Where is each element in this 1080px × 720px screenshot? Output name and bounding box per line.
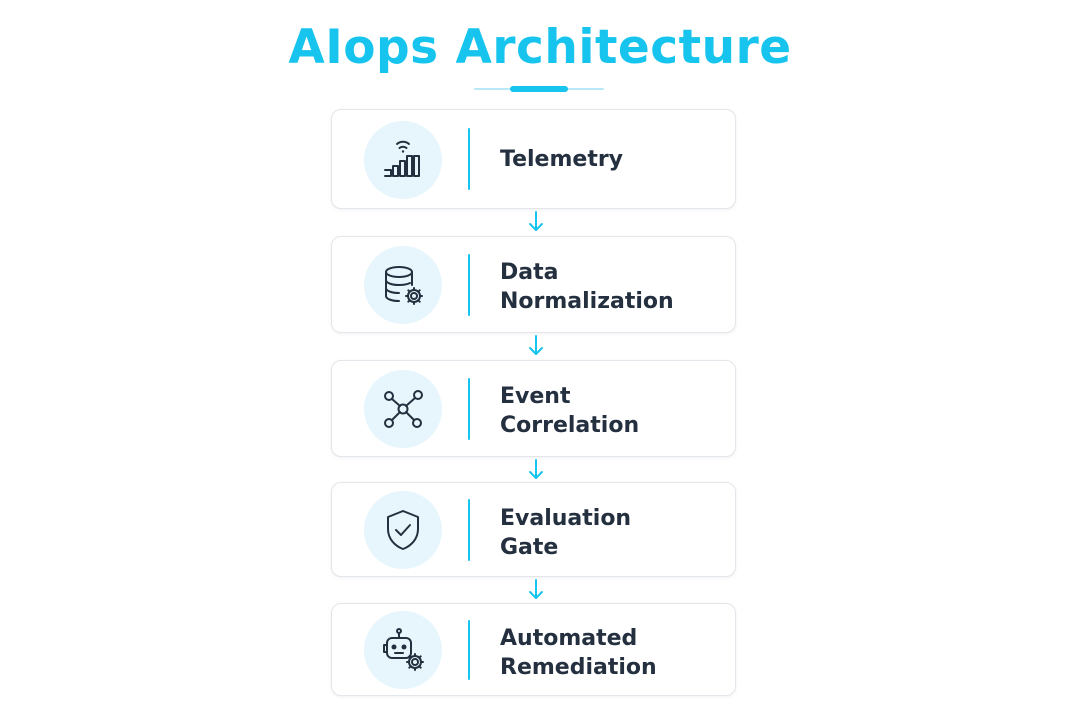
step-divider [468,499,470,561]
step-event-correlation: Event Correlation [331,360,736,457]
title-underline-accent [510,86,568,92]
step-divider [468,378,470,440]
step-label: Telemetry [500,147,624,172]
step-label: Event Correlation [500,384,640,438]
robot-gear-icon [364,611,442,689]
diagram-title: AIops Architecture [288,20,792,75]
arrow-down-icon [527,334,545,358]
step-label: Data Normalization [500,260,674,314]
step-telemetry: Telemetry [331,109,736,209]
step-label: Evaluation Gate [500,506,632,560]
step-divider [468,620,470,680]
step-label: Automated Remediation [500,626,657,680]
step-divider [468,128,470,190]
signal-bars-icon [364,121,442,199]
step-automated-remediation: Automated Remediation [331,603,736,696]
arrow-down-icon [527,578,545,602]
step-divider [468,254,470,316]
database-gear-icon [364,246,442,324]
shield-check-icon [364,491,442,569]
step-data-normalization: Data Normalization [331,236,736,333]
arrow-down-icon [527,458,545,482]
arrow-down-icon [527,210,545,234]
step-evaluation-gate: Evaluation Gate [331,482,736,577]
network-nodes-icon [364,370,442,448]
